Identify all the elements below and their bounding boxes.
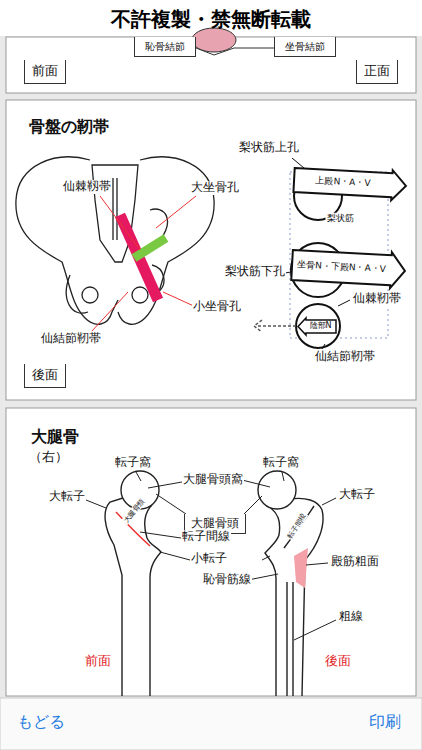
part-name: 梨状筋上孔 [238, 141, 300, 155]
nav-button: 印刷 [368, 713, 402, 731]
femur-anterior [105, 471, 161, 696]
leader-line [92, 196, 196, 331]
part-name: 転子窩 [262, 456, 300, 470]
part-name: 大転子 [48, 490, 86, 504]
label-box: 坐骨結節 [274, 37, 336, 57]
label-box: 後面 [24, 364, 66, 388]
page-title: 不許複製・禁無断転載 [111, 6, 311, 33]
nav-button: もどる [16, 713, 66, 731]
pelvis-drawing [16, 157, 214, 324]
part-name: 大腿骨頭窩 [182, 473, 244, 487]
arrow-shape [291, 247, 406, 289]
part-name: 粗線 [338, 610, 364, 624]
label-box: 恥骨結節 [134, 37, 196, 57]
part-name: 大転子 [338, 488, 376, 502]
arrow-shape [298, 318, 336, 335]
part-name: 前面 [84, 654, 112, 669]
label-box: 前面 [24, 60, 66, 84]
node-text: 大腿骨頭 [191, 517, 239, 530]
part-name: 仙結節靭帯 [314, 350, 376, 364]
node-text: 陰部N [310, 322, 332, 331]
nerve-arrow: 上殿N・A・V [293, 165, 406, 201]
node-text: 坐骨結節 [285, 41, 325, 52]
bottom-bar [0, 698, 422, 750]
dotted-arrow [254, 320, 296, 332]
part-name: （右） [28, 450, 69, 465]
part-name: 小転子 [190, 552, 228, 566]
part-name: 転子窩 [114, 456, 152, 470]
part-name: 仙棘靭帯 [352, 292, 402, 306]
part-name: 転子間線 [181, 530, 231, 544]
part-name: 小坐骨孔 [192, 300, 242, 314]
part-name: 殿筋粗面 [330, 555, 380, 569]
panel [6, 100, 416, 400]
nerve-arrow: 坐骨N・下殿N・A・V [291, 247, 406, 289]
node-text: 正面 [364, 64, 390, 78]
part-name: 恥骨筋線 [202, 573, 252, 587]
part-name: 仙結節靭帯 [40, 332, 102, 346]
leader-line [86, 472, 336, 640]
femur-posterior [258, 471, 323, 696]
part-name: 後面 [324, 654, 352, 669]
leader-line [234, 48, 276, 49]
section-heading: 大腿骨 [30, 428, 80, 446]
node-text: 恥骨結節 [145, 41, 185, 52]
panel [6, 408, 416, 696]
node-text: 前面 [32, 64, 58, 78]
label-box: 正面 [356, 60, 398, 84]
gluteal-tuberosity [294, 548, 308, 588]
part-name: 大坐骨孔 [190, 181, 240, 195]
part-name: 梨状筋下孔 [224, 265, 286, 279]
section-heading: 骨盤の靭帯 [28, 118, 110, 136]
part-name: 仙棘靱帯 [62, 180, 112, 194]
header-bar [0, 0, 422, 36]
bone-shape [192, 28, 236, 52]
arrow-shape [293, 165, 406, 201]
part-name: 梨状筋 [326, 213, 355, 223]
node-text: 後面 [32, 368, 58, 382]
nerve-arrow: 陰部N [298, 318, 336, 335]
